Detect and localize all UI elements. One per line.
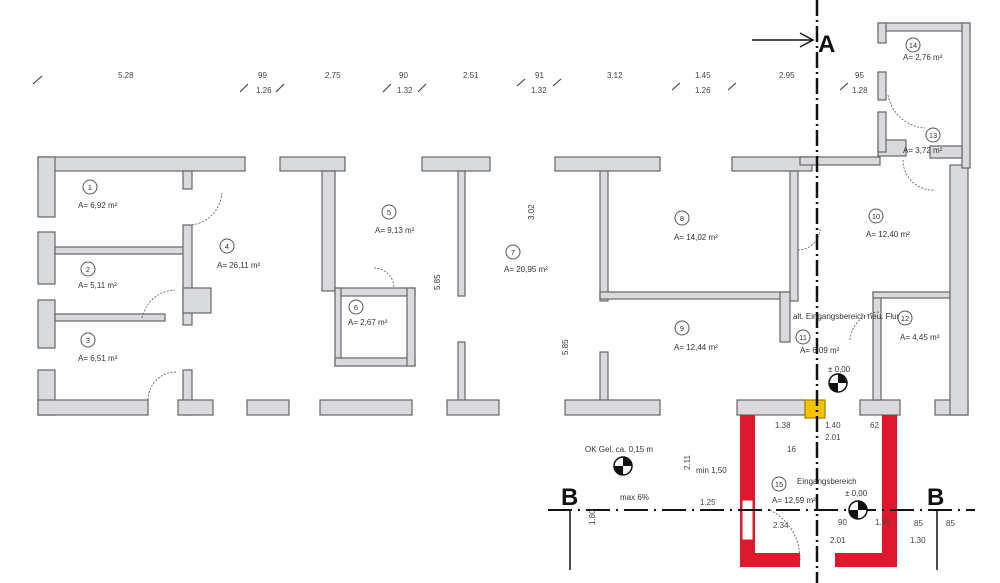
dim-top: 5.28 <box>118 71 134 80</box>
svg-text:A= 14,02 m²: A= 14,02 m² <box>674 233 718 242</box>
dim-top: 91 <box>535 71 544 80</box>
svg-text:10: 10 <box>872 212 880 221</box>
svg-text:1: 1 <box>88 183 92 192</box>
min-width-label: min 1,50 <box>696 466 727 475</box>
dim-top: 2.51 <box>463 71 479 80</box>
door-swings <box>141 94 936 561</box>
svg-text:2.01: 2.01 <box>825 433 841 442</box>
room-7: 7 A= 20,95 m² <box>504 244 548 274</box>
svg-text:A= 26,11 m²: A= 26,11 m² <box>217 261 261 270</box>
svg-text:alt. Eingangsbereich neu. Flur: alt. Eingangsbereich neu. Flur <box>793 312 900 321</box>
dim-top: 2.75 <box>325 71 341 80</box>
dim-bottom: 1.28 <box>852 86 868 95</box>
svg-text:A= 12,40 m²: A= 12,40 m² <box>866 230 910 239</box>
annotations: OK Gel. ca. 0,15 m max 6% min 1,50 ± 0,0… <box>433 204 955 545</box>
dim-bottom: 1.26 <box>695 86 711 95</box>
dim-top: 3.12 <box>607 71 623 80</box>
room-13: 13 A= 3,72 m² <box>903 127 943 155</box>
top-dimension-chain: 5.28 99 1.26 2.75 90 1.32 2.51 91 1.32 3… <box>32 71 868 95</box>
svg-text:A= 6,92 m²: A= 6,92 m² <box>78 201 118 210</box>
room-1: 1 A= 6,92 m² <box>78 179 118 210</box>
svg-text:A= 2,76 m²: A= 2,76 m² <box>903 53 943 62</box>
svg-text:11: 11 <box>799 333 807 342</box>
svg-text:A= 9,13 m²: A= 9,13 m² <box>375 226 415 235</box>
new-entrance-walls <box>740 415 897 567</box>
svg-text:4: 4 <box>225 242 229 251</box>
room-15: 15 Eingangsbereich A= 12,59 m² <box>771 476 857 505</box>
svg-text:A= 20,95 m²: A= 20,95 m² <box>504 265 548 274</box>
svg-text:1.40: 1.40 <box>825 421 841 430</box>
room-6: 6 A= 2,67 m² <box>348 299 388 327</box>
svg-text:3: 3 <box>86 336 90 345</box>
svg-text:16: 16 <box>787 445 796 454</box>
svg-text:12: 12 <box>901 314 909 323</box>
svg-text:8: 8 <box>680 214 684 223</box>
dim-bottom: 1.26 <box>256 86 272 95</box>
room-labels: 1 A= 6,92 m² 2 A= 5,11 m² 3 A= 6,51 m² 4 A= … <box>78 37 943 505</box>
svg-text:7: 7 <box>511 248 515 257</box>
svg-text:1.38: 1.38 <box>775 421 791 430</box>
dim-top: 2.95 <box>779 71 795 80</box>
svg-text:1.30: 1.30 <box>910 536 926 545</box>
svg-text:Eingangsbereich: Eingangsbereich <box>797 477 857 486</box>
svg-text:13: 13 <box>929 131 937 140</box>
level-label: ± 0,00 <box>845 489 868 498</box>
svg-text:85: 85 <box>914 519 923 528</box>
room-5: 5 A= 9,13 m² <box>375 204 415 235</box>
dim-bottom: 1.32 <box>397 86 413 95</box>
svg-text:2.34: 2.34 <box>773 521 789 530</box>
svg-text:A= 12,44 m²: A= 12,44 m² <box>674 343 718 352</box>
max-slope-label: max 6% <box>620 493 649 502</box>
room-2: 2 A= 5,11 m² <box>78 261 117 290</box>
svg-text:9: 9 <box>680 324 684 333</box>
svg-text:A= 12,59 m²: A= 12,59 m² <box>772 496 816 505</box>
svg-text:2.01: 2.01 <box>830 536 846 545</box>
svg-text:6: 6 <box>354 303 358 312</box>
svg-text:A= 3,72 m²: A= 3,72 m² <box>903 146 943 155</box>
svg-text:1.80: 1.80 <box>588 509 597 525</box>
svg-text:1.10: 1.10 <box>875 518 891 527</box>
svg-text:90: 90 <box>838 518 847 527</box>
svg-text:A= 5,11 m²: A= 5,11 m² <box>78 281 117 290</box>
room-14: 14 A= 2,76 m² <box>903 37 943 62</box>
svg-text:2: 2 <box>86 265 90 274</box>
dim-bottom: 1.32 <box>531 86 547 95</box>
svg-text:3.02: 3.02 <box>527 204 536 220</box>
svg-text:A= 4,45 m²: A= 4,45 m² <box>900 333 940 342</box>
section-b-label-right: B <box>927 484 944 511</box>
svg-text:1.25: 1.25 <box>700 498 716 507</box>
ok-gel-label: OK Gel. ca. 0,15 m <box>585 445 653 454</box>
svg-text:5.85: 5.85 <box>561 339 570 355</box>
level-marker-icon <box>613 456 633 476</box>
dim-top: 90 <box>399 71 408 80</box>
svg-text:A= 6,51 m²: A= 6,51 m² <box>78 354 118 363</box>
level-marker-icon <box>828 373 848 393</box>
svg-text:5: 5 <box>387 208 391 217</box>
svg-text:A= 6,09 m²: A= 6,09 m² <box>800 346 840 355</box>
svg-text:85: 85 <box>946 519 955 528</box>
svg-text:62: 62 <box>870 421 879 430</box>
section-a-label: A <box>818 31 835 58</box>
walls <box>37 22 971 419</box>
room-9: 9 A= 12,44 m² <box>674 320 718 352</box>
dim-top: 99 <box>258 71 267 80</box>
svg-text:2.11: 2.11 <box>683 454 692 470</box>
room-11: alt. Eingangsbereich neu. Flur 11 A= 6,09 … <box>793 312 900 355</box>
section-b-label-left: B <box>561 484 578 511</box>
svg-text:A= 2,67 m²: A= 2,67 m² <box>348 318 388 327</box>
room-12: 12 A= 4,45 m² <box>897 310 940 342</box>
level-label: ± 0,00 <box>828 365 851 374</box>
svg-text:5.85: 5.85 <box>433 274 442 290</box>
svg-text:14: 14 <box>909 41 917 50</box>
svg-text:15: 15 <box>775 480 783 489</box>
room-4: 4 A= 26,11 m² <box>217 238 261 270</box>
room-10: 10 A= 12,40 m² <box>866 208 910 239</box>
room-3: 3 A= 6,51 m² <box>78 332 118 363</box>
dim-top: 1.45 <box>695 71 711 80</box>
level-marker-icon <box>848 500 868 520</box>
dim-top: 95 <box>855 71 864 80</box>
room-8: 8 A= 14,02 m² <box>674 210 718 242</box>
